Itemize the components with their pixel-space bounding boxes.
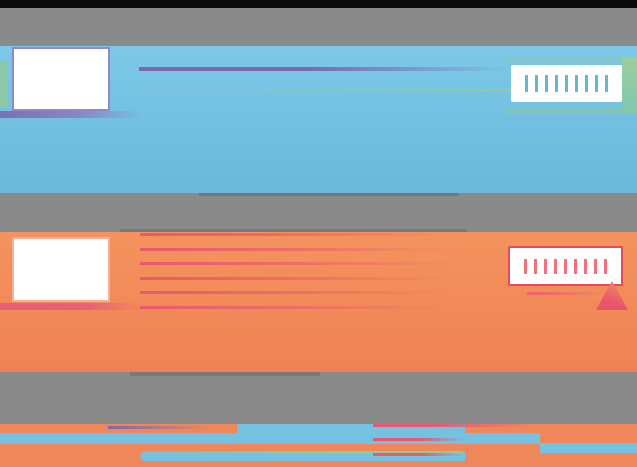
button-text-tick	[575, 75, 578, 92]
button-text-tick	[584, 258, 587, 274]
button-text-tick	[535, 75, 538, 92]
button-text-tick	[525, 75, 528, 92]
orange-cta-underline	[527, 292, 608, 295]
button-text-tick	[544, 258, 547, 274]
footer-green-accent-line	[145, 451, 463, 454]
orange-text-line	[140, 247, 463, 251]
button-text-tick	[555, 75, 558, 92]
footer-blue-stripe-right	[540, 443, 637, 453]
button-text-tick	[545, 75, 548, 92]
button-text-tick	[524, 258, 527, 274]
orange-text-line	[140, 233, 463, 236]
orange-cta-button[interactable]	[508, 246, 623, 286]
top-black-bar	[0, 0, 637, 8]
button-text-tick	[585, 75, 588, 92]
banner-blue[interactable]	[0, 46, 637, 193]
blue-accent-strip-top	[505, 57, 637, 62]
button-text-tick	[574, 258, 577, 274]
blue-accent-block	[622, 57, 637, 113]
footer-stripe-region	[0, 424, 637, 467]
button-text-tick	[604, 258, 607, 274]
orange-text-line	[140, 276, 463, 280]
orange-text-lines	[140, 233, 463, 321]
footer-blue-block-center	[237, 424, 465, 444]
button-text-tick	[595, 75, 598, 92]
footer-pink-accent-line-mid	[373, 438, 465, 441]
blue-logo-shadow-bar	[0, 111, 142, 118]
button-text-tick	[594, 258, 597, 274]
button-text-tick	[564, 258, 567, 274]
footer-pink-accent-line-top	[373, 424, 535, 427]
footer-pink-accent-line-low	[373, 453, 465, 456]
blue-banner-edge-accent	[0, 62, 8, 107]
button-text-tick	[534, 258, 537, 274]
gray-band-shadow	[120, 229, 467, 232]
orange-logo-placeholder	[12, 237, 110, 302]
footer-blue-pill	[140, 452, 465, 461]
button-text-tick	[605, 75, 608, 92]
blue-subhead-line	[150, 89, 637, 92]
blue-banner-shadow	[199, 193, 459, 196]
blue-accent-strip-bottom	[505, 108, 637, 113]
blue-logo-placeholder	[12, 47, 110, 111]
footer-purple-accent-line	[108, 426, 210, 429]
orange-text-line	[140, 291, 463, 295]
orange-text-line	[140, 262, 463, 266]
banner-orange[interactable]	[0, 232, 637, 372]
button-text-tick	[565, 75, 568, 92]
orange-text-line	[140, 305, 463, 309]
orange-banner-shadow	[130, 372, 320, 376]
button-text-tick	[554, 258, 557, 274]
blue-cta-button[interactable]	[511, 65, 622, 102]
orange-logo-shadow-bar	[0, 303, 142, 310]
blue-headline-line	[139, 67, 510, 71]
